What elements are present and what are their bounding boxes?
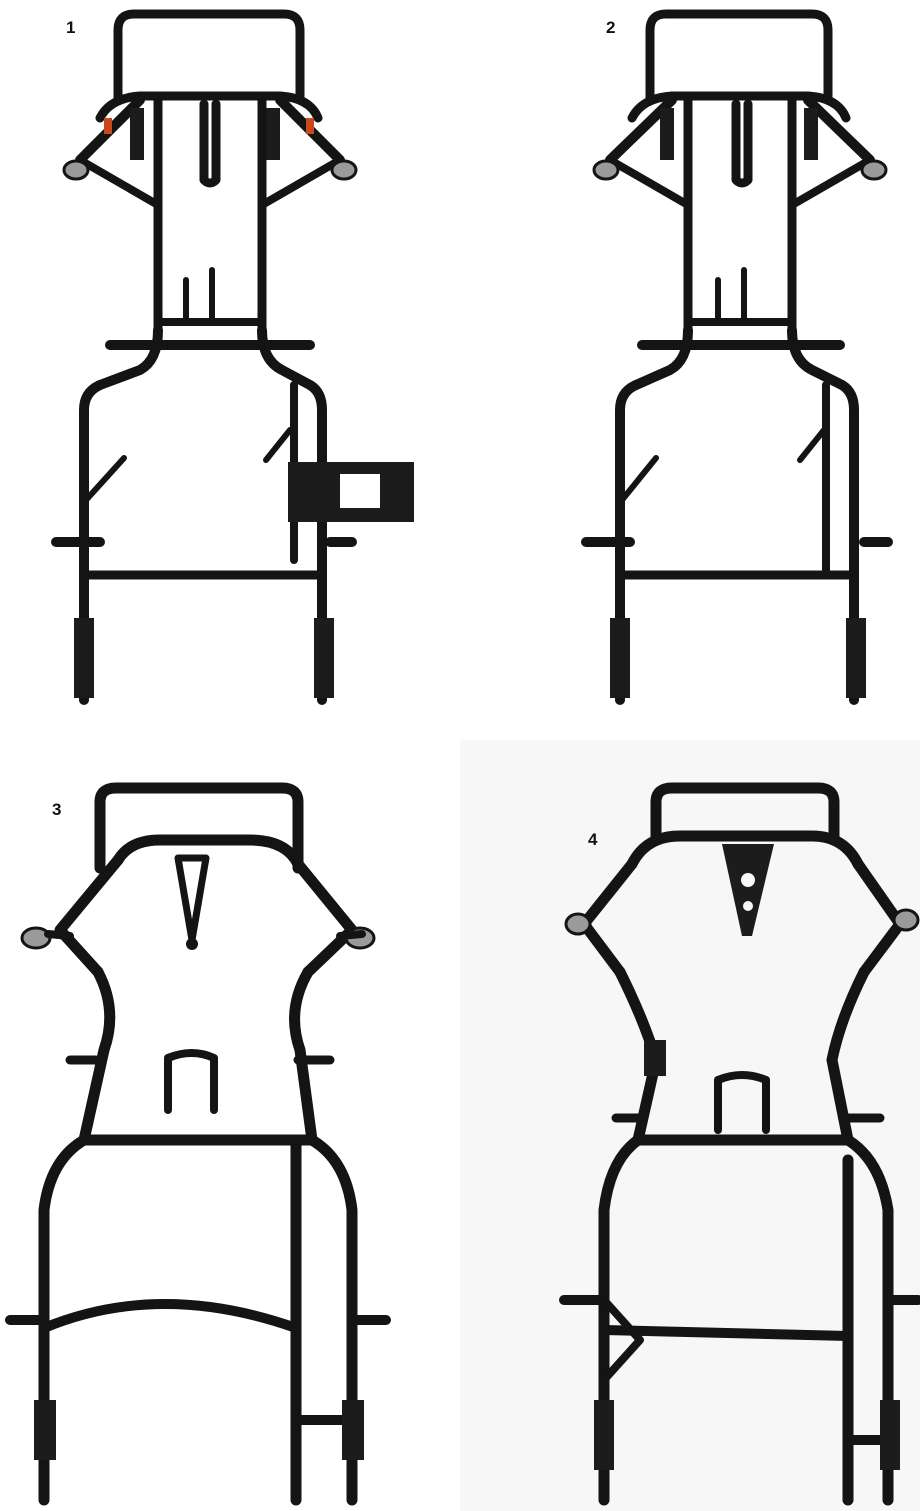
kart-frame-panel-2: 2 bbox=[460, 0, 920, 740]
kart-frame-3-image bbox=[5, 782, 391, 1506]
kart-frame-panel-3: 3 bbox=[0, 740, 460, 1511]
panel-number-2: 2 bbox=[606, 18, 616, 37]
panel-number-4: 4 bbox=[588, 830, 598, 849]
kart-frame-1-image bbox=[51, 9, 414, 705]
kart-frame-panel-1: 1 bbox=[0, 0, 460, 740]
kart-frame-panel-4: 4 bbox=[460, 740, 920, 1511]
kart-frame-2-image bbox=[581, 9, 893, 705]
panel-number-3: 3 bbox=[52, 800, 62, 819]
kart-frame-4-image bbox=[559, 782, 920, 1506]
panel-number-1: 1 bbox=[66, 18, 76, 37]
